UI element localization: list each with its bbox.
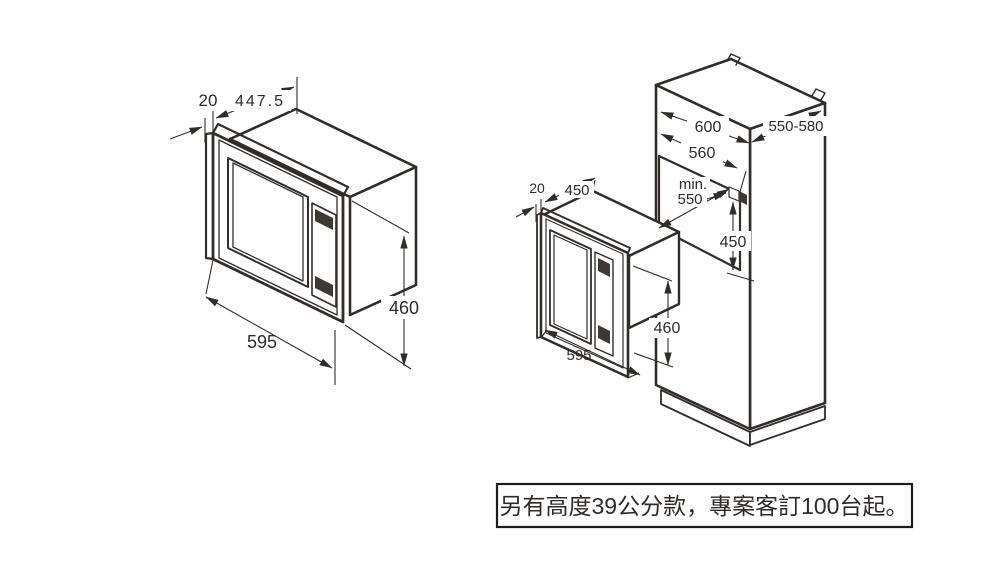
control-panel	[311, 202, 337, 308]
dim-label-frame-thickness: 20	[529, 180, 545, 196]
cabinet-back-left-tab	[726, 53, 741, 66]
dim-label-niche-height: 450	[720, 234, 747, 251]
dim-450-label-bg	[559, 181, 594, 198]
door-window-glass	[232, 162, 304, 282]
dim-label-width: 595	[566, 347, 591, 364]
dim-label-frame-thickness: 20	[199, 91, 218, 110]
dim-20-arrow	[169, 126, 203, 140]
control-panel-display	[598, 258, 610, 277]
cabinet-right-face	[748, 101, 827, 431]
control-panel-handle	[315, 276, 333, 297]
trim-frame-front	[211, 131, 345, 324]
cabinet-installation-diagram: 600 550-580 560 min. 550 450 20	[515, 53, 829, 447]
cabinet-back-right-tab	[811, 88, 826, 101]
microwave-dimensions: 20 450 595 460	[515, 177, 687, 379]
note-text: 另有高度39公分款，專案客訂100台起。	[500, 493, 909, 519]
dim-450-extension	[726, 272, 755, 282]
dim-450-label-bg	[715, 231, 751, 251]
note-box: 另有高度39公分款，專案客訂100台起。	[495, 482, 914, 529]
dim-label-cabinet-width: 600	[695, 119, 722, 136]
dim-label-height: 460	[654, 320, 681, 337]
dim-447-label-bg	[229, 90, 291, 111]
dim-560-label-bg	[681, 142, 723, 163]
extension-lines	[204, 77, 298, 155]
control-panel-display	[315, 209, 333, 230]
dim-595-extensions	[205, 259, 336, 385]
dim-460-label-bg	[381, 296, 427, 319]
trim-frame-slab-edges	[536, 207, 631, 339]
dim-label-niche-depth-prefix: min.	[679, 176, 707, 193]
door-window-outer	[227, 157, 309, 288]
cabinet-plinth-front	[660, 389, 751, 447]
dim-20-extensions	[535, 199, 542, 227]
dim-label-cabinet-depth: 550-580	[768, 118, 823, 135]
dim-550-label-bg	[674, 192, 707, 207]
left-dimensions: 20 447.5 595 460	[169, 77, 427, 385]
niche-back-vent-shadow	[739, 191, 747, 205]
dim-label-niche-width: 560	[689, 145, 716, 162]
dim-595-line	[544, 329, 641, 376]
dim-label-niche-depth: 550	[677, 191, 702, 208]
dim-560-extension	[739, 170, 747, 193]
trim-frame-inner-line	[218, 139, 338, 316]
dim-550-580-label-bg	[763, 116, 829, 136]
dim-460-extensions	[344, 200, 412, 370]
note-border	[495, 482, 914, 529]
cabinet-plinth-right	[749, 405, 826, 446]
dim-label-height: 460	[389, 298, 419, 318]
dim-label-body-depth: 447.5	[235, 93, 285, 110]
dim-min-label-bg	[677, 177, 710, 192]
dim-label-body-depth: 450	[564, 182, 589, 199]
cabinet-dimensions: 600 550-580 560 min. 550 450	[658, 110, 829, 282]
dim-20-arrow	[515, 206, 535, 218]
dim-460-label-bg	[649, 318, 687, 338]
dim-min550-leader	[706, 192, 727, 201]
oven-body-right-face	[348, 165, 418, 317]
microwave-oven-diagram: 20 447.5 595 460	[169, 77, 427, 385]
dim-595-line	[205, 296, 333, 369]
trim-frame-slab-edges	[204, 122, 350, 261]
dim-600-label-bg	[687, 116, 729, 137]
dim-label-width: 595	[247, 332, 277, 352]
